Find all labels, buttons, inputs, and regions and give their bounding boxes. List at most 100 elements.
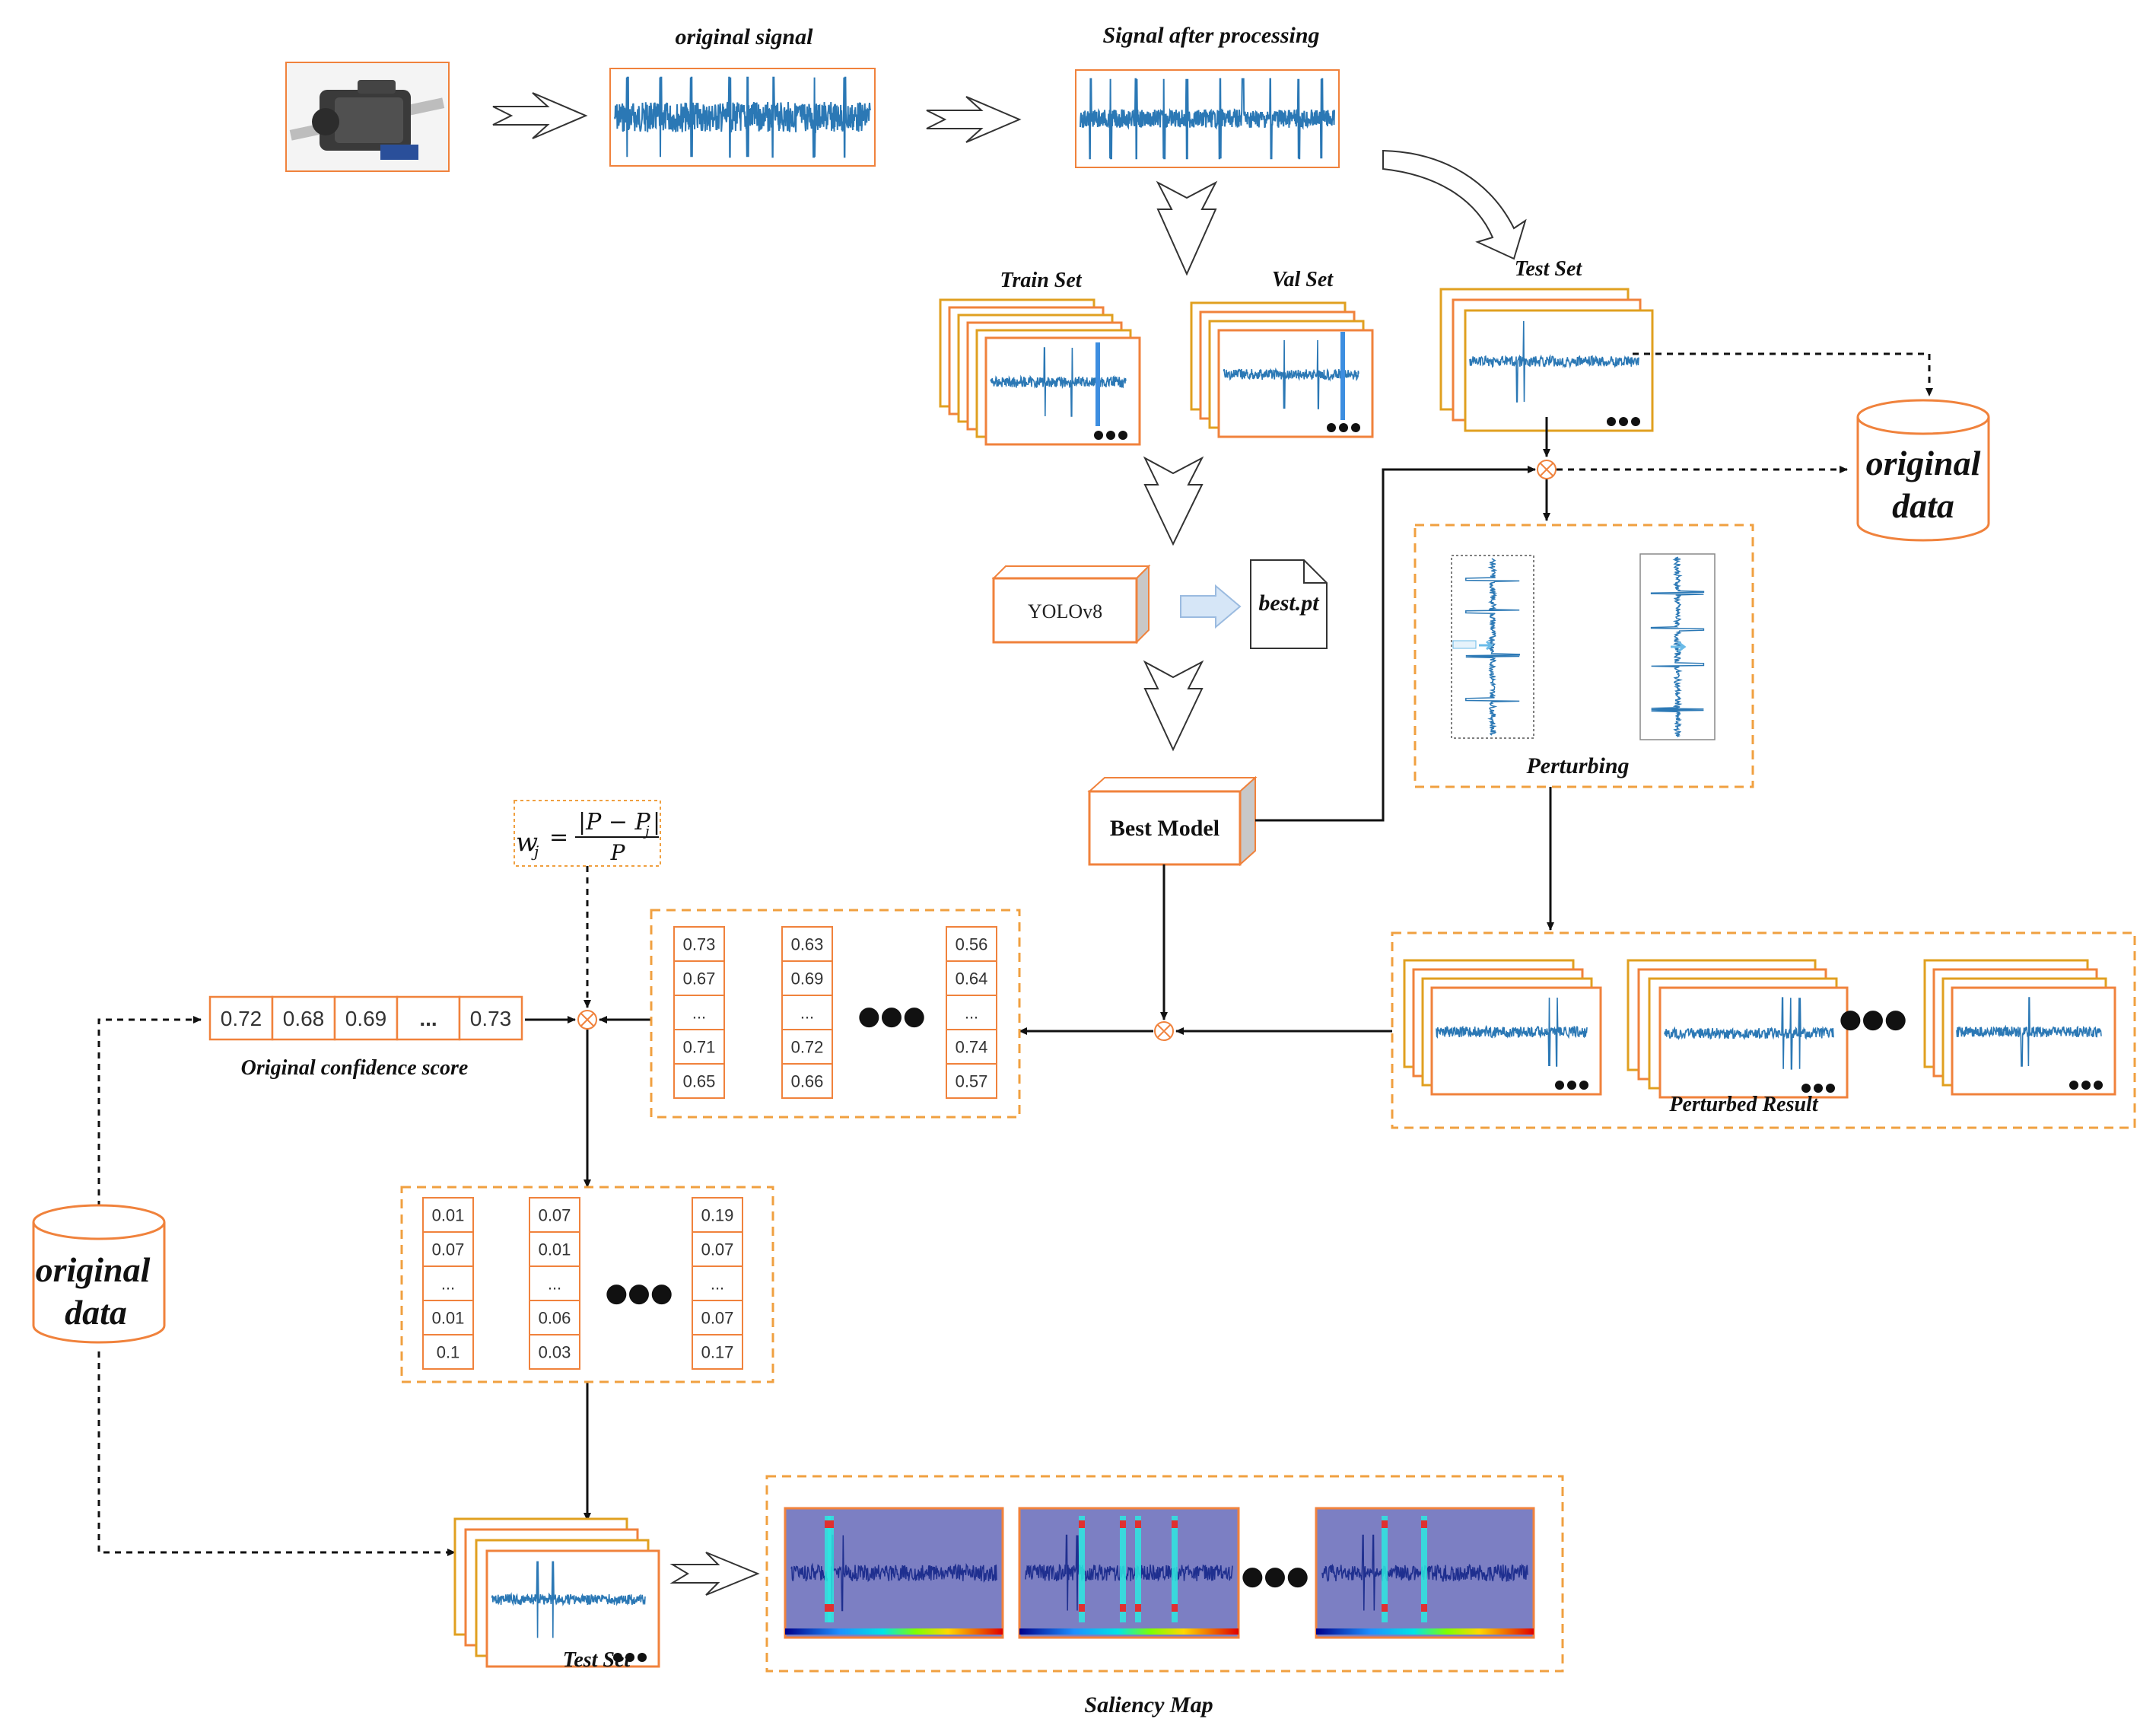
svg-text:0.65: 0.65 bbox=[683, 1072, 716, 1091]
val-set-label: Val Set bbox=[1272, 268, 1334, 291]
ellipsis-dot bbox=[1826, 1084, 1835, 1093]
saliency-band bbox=[1079, 1516, 1085, 1622]
svg-text:0.63: 0.63 bbox=[791, 935, 824, 954]
signal-after-processing-label: Signal after processing bbox=[1102, 23, 1319, 48]
svg-text:j: j bbox=[531, 842, 539, 861]
ellipsis-dot bbox=[2081, 1081, 2091, 1090]
value-cell: 0.07 bbox=[692, 1300, 743, 1335]
svg-text:0.06: 0.06 bbox=[539, 1309, 571, 1328]
original-confidence-label: Original confidence score bbox=[241, 1056, 469, 1080]
weight-columns: 0.010.07...0.010.10.070.01...0.060.030.1… bbox=[422, 1197, 743, 1370]
original-signal-plot bbox=[609, 68, 876, 167]
value-cell: 0.64 bbox=[946, 960, 997, 996]
svg-text:j: j bbox=[642, 823, 650, 839]
perturbed-result-stack bbox=[1923, 959, 2116, 1096]
ellipsis-dot bbox=[1567, 1081, 1576, 1090]
light-blue-arrow bbox=[1180, 584, 1242, 629]
value-cell: 0.67 bbox=[673, 960, 725, 996]
colorbar bbox=[785, 1628, 1003, 1635]
value-cell: 0.06 bbox=[529, 1300, 580, 1335]
value-cell: 0.57 bbox=[946, 1063, 997, 1099]
value-cell: 0.65 bbox=[673, 1063, 725, 1099]
value-cell: ... bbox=[422, 1265, 474, 1301]
svg-text:0.01: 0.01 bbox=[432, 1309, 465, 1328]
ellipsis-dot bbox=[1814, 1084, 1823, 1093]
value-cell: 0.73 bbox=[673, 926, 725, 962]
signal-trace bbox=[1025, 1534, 1233, 1611]
ellipsis-dot bbox=[1094, 431, 1103, 440]
ellipsis-dot bbox=[1801, 1084, 1811, 1093]
svg-text:w: w bbox=[516, 827, 538, 858]
hollow-down-arrow bbox=[1143, 456, 1204, 546]
signal-card bbox=[1430, 986, 1602, 1096]
perturbed-scores-panel bbox=[650, 909, 1021, 1119]
signal-card bbox=[984, 336, 1141, 446]
svg-text:0.69: 0.69 bbox=[791, 969, 824, 988]
signal-trace bbox=[990, 347, 1127, 417]
value-cell: 0.07 bbox=[692, 1231, 743, 1267]
svg-text:0.07: 0.07 bbox=[701, 1309, 734, 1328]
signal-card bbox=[1464, 309, 1654, 432]
svg-text:0.57: 0.57 bbox=[956, 1072, 988, 1091]
value-cell: 0.07 bbox=[422, 1231, 474, 1267]
perturbed-result-stack bbox=[1403, 959, 1602, 1096]
svg-text:0.01: 0.01 bbox=[432, 1206, 465, 1225]
hollow-arrow bbox=[492, 92, 588, 139]
signal-trace bbox=[1436, 997, 1588, 1067]
saliency-band bbox=[1421, 1516, 1427, 1622]
perturbed-result-label: Perturbed Result bbox=[1668, 1093, 1818, 1116]
svg-text:0.73: 0.73 bbox=[683, 935, 716, 954]
perturbed-score-columns: 0.730.67...0.710.650.630.69...0.720.660.… bbox=[673, 926, 997, 1099]
ellipsis-dot bbox=[1118, 431, 1127, 440]
value-cell: 0.01 bbox=[529, 1231, 580, 1267]
saliency-band bbox=[1135, 1516, 1141, 1622]
database-left-line1: original bbox=[36, 1250, 151, 1289]
multiply-operator bbox=[1537, 460, 1557, 479]
ellipsis-dot bbox=[2069, 1081, 2078, 1090]
svg-text:0.07: 0.07 bbox=[701, 1240, 734, 1259]
svg-text:...: ... bbox=[711, 1275, 724, 1294]
ellipsis-dot bbox=[1351, 423, 1360, 432]
svg-text:...: ... bbox=[692, 1004, 706, 1023]
confidence-cell: 0.69 bbox=[333, 995, 399, 1041]
value-cell: 0.19 bbox=[692, 1197, 743, 1233]
saliency-map-image bbox=[1018, 1507, 1240, 1639]
svg-text:0.66: 0.66 bbox=[791, 1072, 824, 1091]
signal-trace bbox=[1956, 997, 2102, 1067]
perturb-example-right bbox=[1639, 553, 1716, 740]
perturbed-result-panel bbox=[1391, 931, 2136, 1129]
confidence-cell: 0.68 bbox=[271, 995, 336, 1041]
signal-card bbox=[1951, 986, 2116, 1096]
detection-highlight bbox=[1095, 342, 1100, 426]
confidence-cell: 0.72 bbox=[208, 995, 274, 1041]
svg-text:0.03: 0.03 bbox=[539, 1343, 571, 1362]
saliency-map-image bbox=[1315, 1507, 1535, 1639]
value-cell: 0.72 bbox=[781, 1029, 833, 1065]
svg-text:0.74: 0.74 bbox=[956, 1038, 988, 1057]
original-data-database-left bbox=[32, 1204, 166, 1344]
ellipsis-dot bbox=[613, 1653, 622, 1662]
ellipsis-dot bbox=[1579, 1081, 1588, 1090]
detection-highlight bbox=[1340, 332, 1345, 420]
database-right-line2: data bbox=[1892, 486, 1954, 525]
ellipsis-dot bbox=[1327, 423, 1336, 432]
saliency-ellipsis: ●●● bbox=[1241, 1561, 1309, 1591]
best-pt-label: best.pt bbox=[1258, 591, 1320, 616]
multiply-operator bbox=[577, 1010, 597, 1030]
svg-text:0.72: 0.72 bbox=[791, 1038, 824, 1057]
perturbing-panel bbox=[1413, 524, 1754, 788]
best-model-box bbox=[1087, 775, 1258, 867]
signal-card bbox=[1658, 986, 1849, 1099]
value-cell: 0.66 bbox=[781, 1063, 833, 1099]
saliency-band bbox=[1172, 1516, 1178, 1622]
hollow-arrow bbox=[926, 96, 1022, 143]
value-cell: 0.71 bbox=[673, 1029, 725, 1065]
svg-text:P: P bbox=[610, 840, 626, 865]
saliency-band bbox=[1382, 1516, 1388, 1622]
svg-text:=: = bbox=[549, 824, 568, 851]
sensor-device-image bbox=[285, 62, 450, 172]
original-signal-label: original signal bbox=[676, 24, 814, 49]
svg-text:0.68: 0.68 bbox=[283, 1007, 325, 1030]
test-set-bottom-stack bbox=[453, 1517, 660, 1668]
ellipsis-dot bbox=[1607, 417, 1616, 426]
